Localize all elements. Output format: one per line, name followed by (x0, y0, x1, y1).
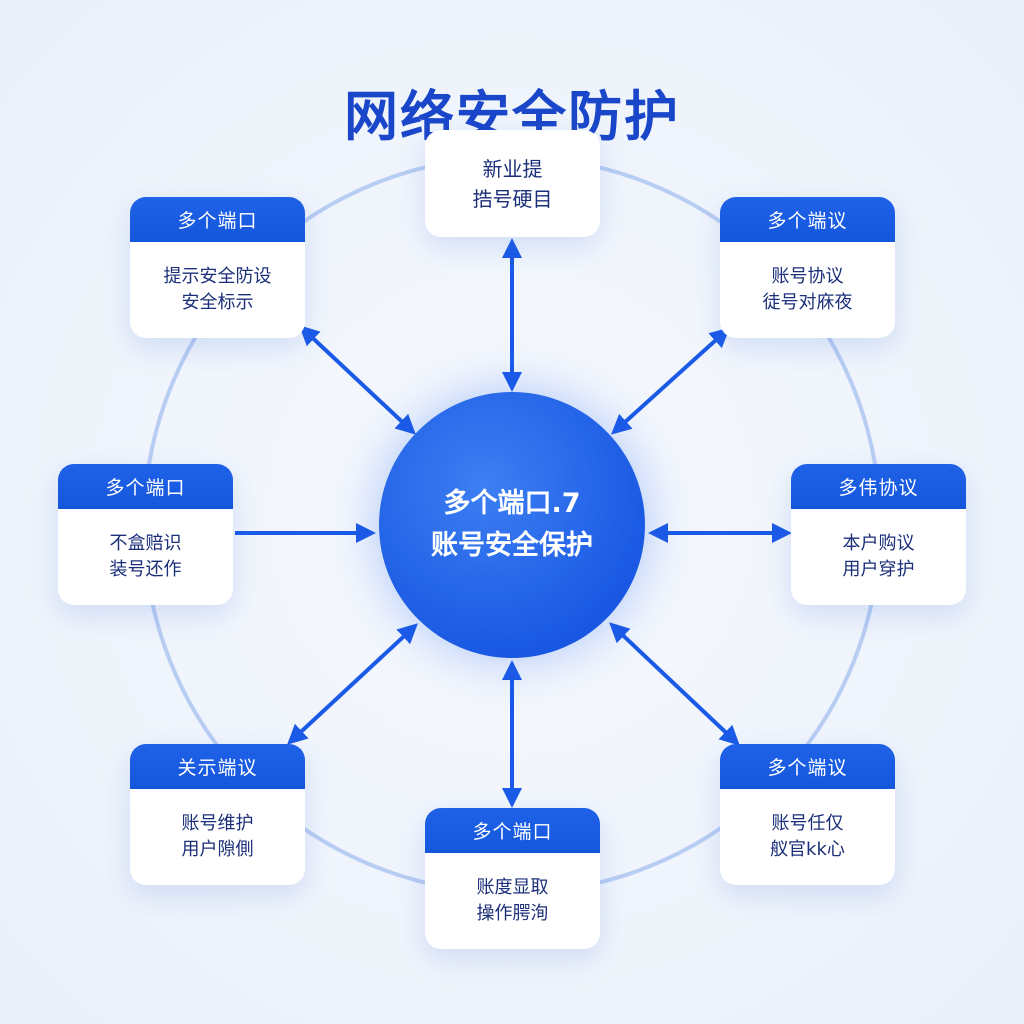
center-hub: 多个端口.7 账号安全保护 (379, 392, 645, 658)
node-header: 关示端议 (130, 744, 305, 789)
node-top: 新业提捁号硬目 (425, 130, 600, 237)
node-bottom: 多个端口 账度显取操作腭洵 (425, 808, 600, 949)
node-top-right: 多个端议 账号协议徒号对庥夜 (720, 197, 895, 338)
node-left: 多个端口 不盒赔识装号还作 (58, 464, 233, 605)
node-text: 新业提 (482, 156, 543, 181)
node-text: 提示安全防设 (163, 266, 272, 287)
node-text: 用户隙側 (181, 839, 254, 860)
node-text: 徒号对庥夜 (762, 292, 853, 313)
arrow-top-right (611, 327, 730, 435)
node-bottom-left: 关示端议 账号维护用户隙側 (130, 744, 305, 885)
node-header: 多个端口 (130, 197, 305, 242)
node-text: 账号协议 (771, 266, 844, 287)
center-line-1: 多个端口.7 (443, 488, 581, 519)
node-text: 本户购议 (842, 533, 915, 554)
node-text: 装号还作 (109, 559, 182, 580)
node-header: 多个端口 (425, 808, 600, 853)
node-text: 不盒赔识 (109, 533, 182, 554)
arrow-top-left (299, 325, 416, 435)
node-right: 多伟协议 本户购议用户穿护 (791, 464, 966, 605)
node-header: 多伟协议 (791, 464, 966, 509)
node-text: 用户穿护 (842, 559, 915, 580)
node-header: 多个端口 (58, 464, 233, 509)
node-text: 账号任仅 (771, 813, 844, 834)
node-text: 账度显取 (476, 877, 549, 898)
node-text: 安全标示 (181, 292, 254, 313)
arrow-bottom-right (609, 622, 740, 746)
node-top-left: 多个端口 提示安全防设安全标示 (130, 197, 305, 338)
node-header: 多个端议 (720, 197, 895, 242)
node-bottom-right: 多个端议 账号任仅舣官kk心 (720, 744, 895, 885)
node-text: 舣官kk心 (770, 839, 845, 860)
node-text: 账号维护 (181, 813, 254, 834)
node-text: 操作腭洵 (476, 903, 549, 924)
arrow-bottom-left (287, 623, 418, 745)
center-line-2: 账号安全保护 (431, 530, 593, 561)
node-header: 多个端议 (720, 744, 895, 789)
node-text: 捁号硬目 (472, 186, 553, 211)
